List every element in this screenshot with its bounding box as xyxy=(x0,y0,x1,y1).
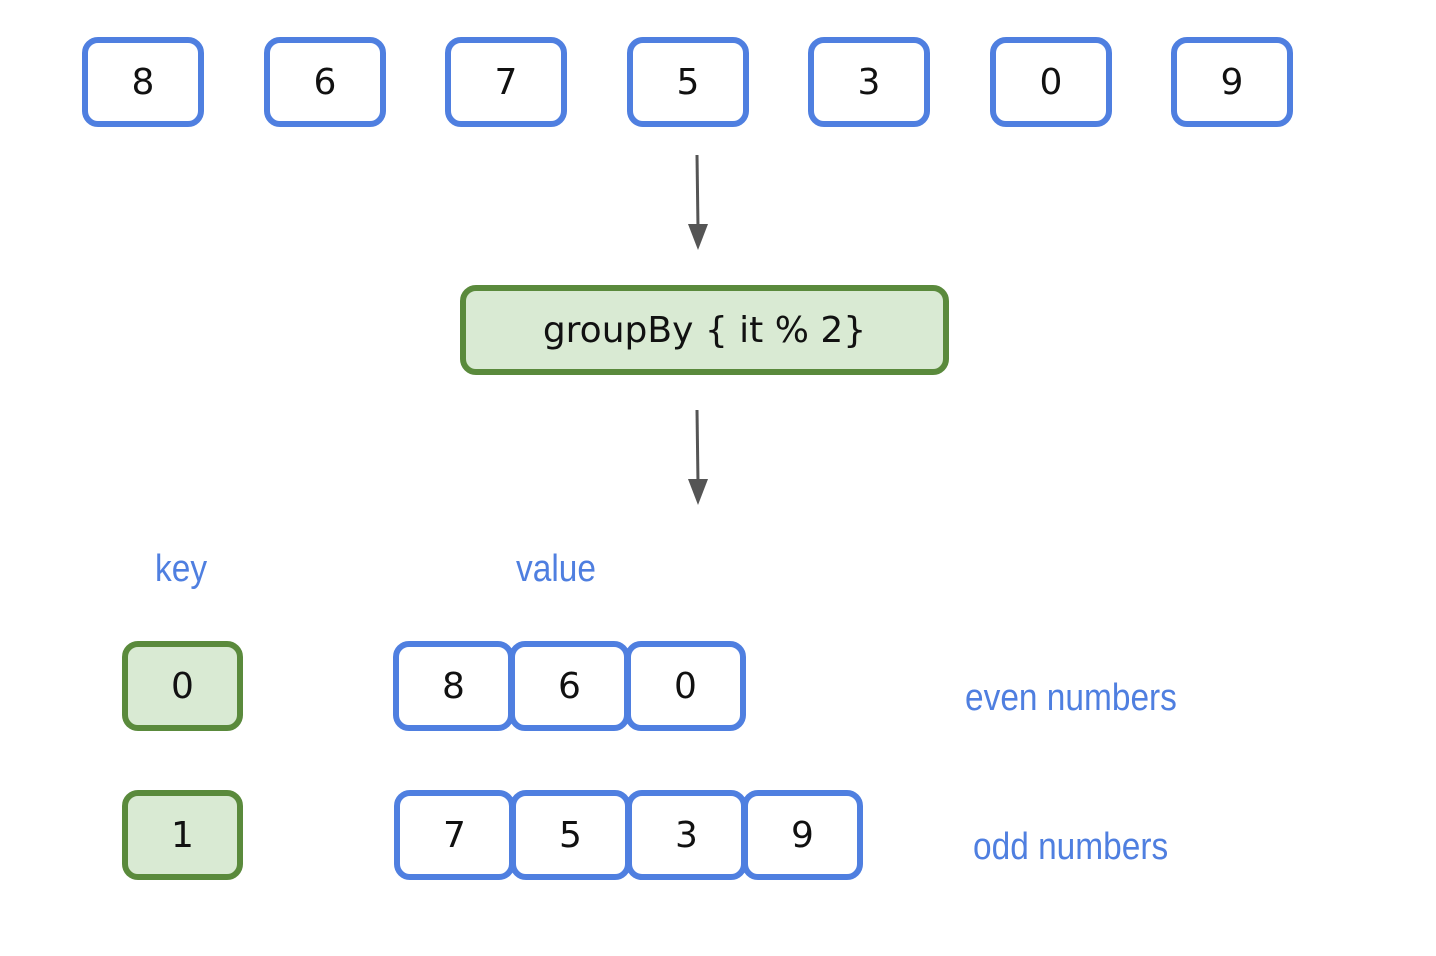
arrow-to-groups xyxy=(688,409,708,505)
group-key-odd: 1 xyxy=(122,790,243,880)
group-value-item: 6 xyxy=(509,641,630,731)
value-column-label: value xyxy=(516,548,596,590)
input-item: 9 xyxy=(1171,37,1293,127)
arrow-to-operation xyxy=(688,154,708,250)
input-item: 8 xyxy=(82,37,204,127)
group-value-item: 0 xyxy=(625,641,746,731)
group-value-item: 5 xyxy=(510,790,631,880)
group-value-item: 7 xyxy=(394,790,515,880)
group-key-even: 0 xyxy=(122,641,243,731)
groupby-operation-box: groupBy { it % 2} xyxy=(460,285,949,375)
key-column-label: key xyxy=(155,548,208,590)
input-item: 3 xyxy=(808,37,930,127)
group-value-item: 3 xyxy=(626,790,747,880)
group-value-item: 9 xyxy=(742,790,863,880)
group-value-item: 8 xyxy=(393,641,514,731)
odd-numbers-label: odd numbers xyxy=(973,826,1169,868)
input-item: 6 xyxy=(264,37,386,127)
input-item: 7 xyxy=(445,37,567,127)
input-item: 5 xyxy=(627,37,749,127)
input-item: 0 xyxy=(990,37,1112,127)
even-numbers-label: even numbers xyxy=(965,677,1177,719)
